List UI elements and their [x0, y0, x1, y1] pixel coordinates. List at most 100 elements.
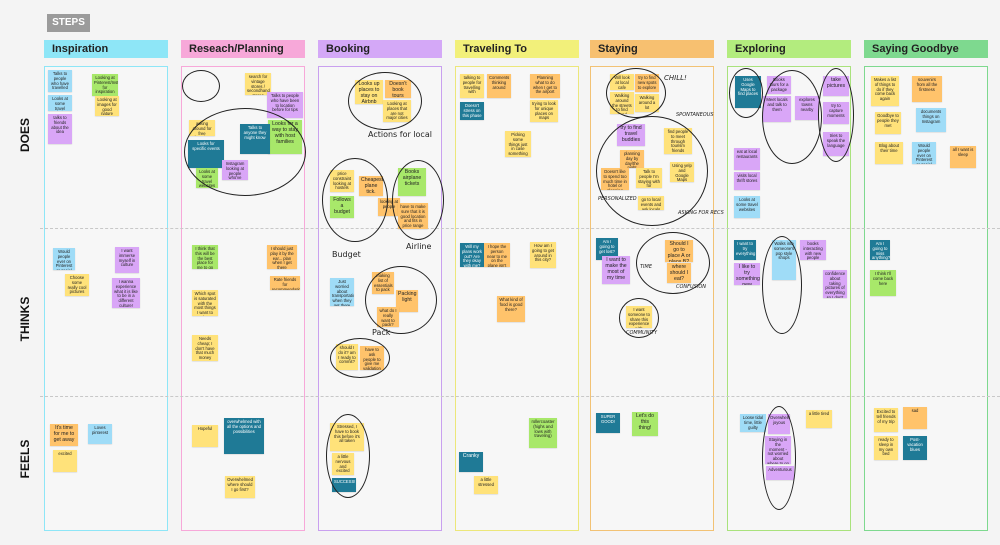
row-divider	[40, 228, 1000, 229]
annotation: COMMUNITY	[626, 330, 658, 336]
annotation: SPONTANEOUS	[676, 112, 714, 118]
sticky-note: Excited to tell friends of my trip	[874, 408, 898, 432]
cluster-circle	[729, 68, 763, 118]
column-header-research: Reseach/Planning	[181, 40, 305, 58]
sticky-note: Needs cheap; I don't have that much mone…	[192, 335, 218, 361]
sticky-note: Rate friends for recommendations	[270, 276, 300, 290]
sticky-note: trying to look for unique places on maps	[530, 100, 558, 122]
cluster-circle	[818, 68, 854, 162]
sticky-note: I want immerse myself in culture	[115, 247, 139, 273]
column-title: Staying	[598, 43, 638, 55]
column-header-traveling: Traveling To	[455, 40, 579, 58]
sticky-note: souvenirs from all the firstness	[912, 76, 942, 102]
sticky-note: eat at local restaurants	[734, 148, 760, 170]
column-title: Saying Goodbye	[872, 43, 959, 55]
cluster-circle	[182, 70, 220, 102]
sticky-note: I wanna experience what it is like to be…	[112, 278, 140, 308]
row-label-does: DOES	[18, 118, 32, 153]
cluster-circle	[326, 414, 370, 498]
sticky-note: Which spot is saturated with the most th…	[192, 290, 218, 316]
sticky-note: ready to sleep in my own bed	[874, 436, 898, 460]
sticky-note: talks to friends about the idea	[48, 114, 72, 144]
cluster-circle	[348, 72, 422, 130]
sticky-note: all I want is sleep	[950, 146, 976, 168]
sticky-note: How am I going to get around in this cit…	[530, 242, 556, 268]
column-header-booking: Booking	[318, 40, 442, 58]
sticky-note: Planning what to do when I get to the ai…	[530, 74, 560, 98]
cluster-circle	[365, 266, 437, 334]
cluster-circle	[762, 406, 796, 510]
sticky-note: visits local thrift stores	[734, 172, 760, 190]
sticky-note: Would people ever on Pinterest or social…	[53, 248, 75, 270]
sticky-note: Doesn't stress on this phase	[460, 102, 484, 120]
cluster-circle	[762, 236, 802, 334]
annotation: PERSONALIZED	[598, 196, 637, 202]
cluster-circle	[762, 70, 822, 164]
sticky-note: overwhelmed with all the options and pos…	[224, 418, 264, 454]
sticky-note: Am I going to get lost?	[596, 238, 618, 260]
sticky-note: I hope the person near to me on the plan…	[484, 243, 510, 267]
sticky-note: confidence about taking pictures of ever…	[823, 270, 847, 298]
sticky-note: I should just play it by the ear... plan…	[267, 245, 297, 269]
sticky-note: Just worried about transportation when t…	[330, 278, 354, 306]
sticky-note: I like to try something new	[734, 263, 760, 285]
sticky-note: search for vintage stores / secondhand s…	[245, 73, 271, 95]
sticky-note: Post-vacation blues	[903, 436, 927, 460]
column-title: Reseach/Planning	[189, 43, 284, 55]
column-header-exploring: Exploring	[727, 40, 851, 58]
sticky-note: Would people ever on Pinterest or social…	[912, 142, 936, 164]
sticky-note: Overwhelmed where should I go first?	[225, 476, 255, 498]
sticky-note: excited	[53, 450, 77, 472]
cluster-circle	[636, 232, 710, 294]
sticky-note: Looks at some travel websites	[734, 196, 760, 218]
row-label-thinks: THINKS	[18, 296, 32, 342]
sticky-note: Makes a list of things to do if they com…	[871, 76, 899, 106]
column-title: Exploring	[735, 43, 786, 55]
annotation: CHILL!	[664, 74, 687, 82]
column-title: Inspiration	[52, 43, 109, 55]
annotation: Actions for local	[368, 130, 432, 139]
cluster-circle	[619, 298, 659, 338]
sticky-note: Am I going to miss anything?	[870, 240, 890, 260]
annotation: CONFUSION	[676, 284, 707, 290]
sticky-note: It's time for me to get away	[50, 424, 78, 446]
sticky-note: What kind of food is good there?	[497, 296, 525, 322]
sticky-note: sad	[903, 407, 927, 429]
sticky-note: rollercoaster (highs and lows with trave…	[529, 418, 557, 448]
sticky-note: Hopeful	[192, 425, 218, 447]
annotation: Budget	[332, 250, 361, 259]
column-header-staying: Staying	[590, 40, 714, 58]
sticky-note: Goodbye to people they met	[875, 112, 901, 134]
sticky-note: a little stressed	[474, 476, 498, 494]
sticky-note: Loves pinterest	[88, 424, 112, 444]
annotation: Airline	[406, 242, 432, 251]
sticky-note: I think that this will be the best place…	[192, 245, 218, 269]
cluster-circle	[322, 158, 388, 242]
column-frame-saying-goodbye	[864, 66, 988, 531]
sticky-note: a little tired	[806, 410, 832, 428]
sticky-note: talking to people for travelling with	[460, 74, 484, 98]
cluster-circle	[184, 108, 306, 196]
column-title: Traveling To	[463, 43, 527, 55]
row-divider	[40, 396, 1000, 397]
annotation: TIME	[640, 264, 653, 270]
sticky-note: books interacting with new people	[800, 240, 826, 260]
sticky-note: Choose some really cool pictures	[65, 274, 89, 296]
column-header-saying-goodbye: Saying Goodbye	[864, 40, 988, 58]
sticky-note: SUPER GOOD!	[596, 413, 620, 433]
annotation: Pack	[372, 328, 391, 337]
column-title: Booking	[326, 43, 370, 55]
sticky-note: I want to try everything	[734, 240, 756, 260]
sticky-note: Let's do this thing!	[632, 412, 658, 436]
sticky-note: Blog about their time	[875, 142, 903, 164]
sticky-note: Will my plans work out? Are they okay wi…	[460, 243, 484, 267]
sticky-note: Looking at Pinterest/Instagram for inspi…	[92, 74, 118, 96]
sticky-note: documents things on Instagram	[916, 108, 946, 132]
cluster-circle	[330, 338, 390, 378]
sticky-note: Looking at images for good nature spots	[95, 96, 119, 116]
column-header-inspiration: Inspiration	[44, 40, 168, 58]
sticky-note: I think I'll come back here	[870, 270, 896, 296]
sticky-note: I want to make the most of my time	[602, 256, 630, 284]
annotation: ASKING FOR RECS	[678, 210, 724, 216]
steps-label: STEPS	[47, 14, 90, 32]
